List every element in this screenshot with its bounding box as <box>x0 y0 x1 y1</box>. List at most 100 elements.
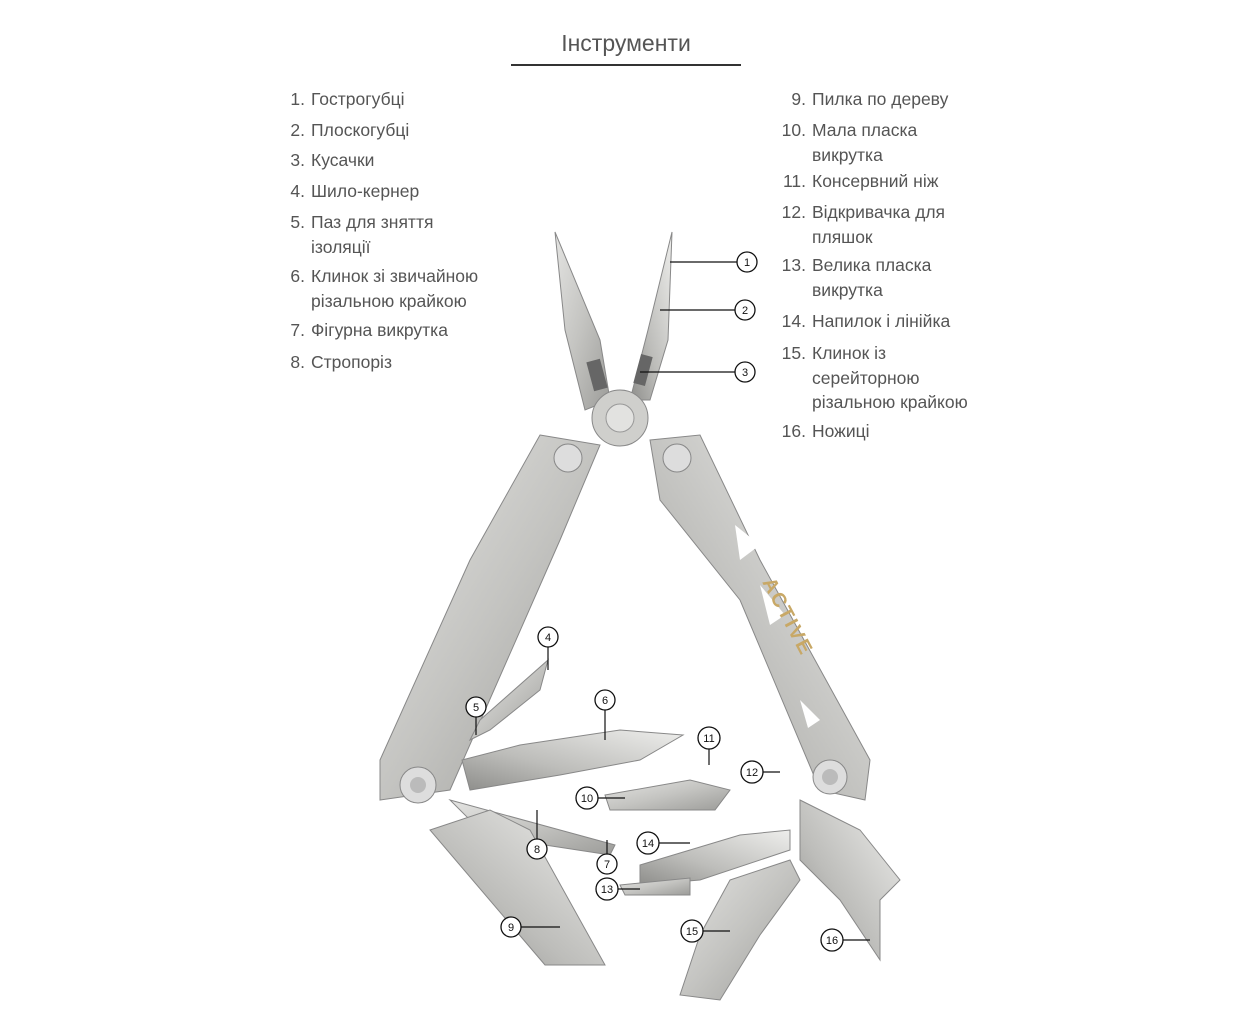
item-number: 1. <box>290 89 305 109</box>
list-item: 9. Пилка по дереву <box>778 87 1022 112</box>
item-label: Фігурна викрутка <box>311 320 448 340</box>
item-number: 12. <box>781 202 806 222</box>
item-label: Клинок із серейторною різальною крайкою <box>812 343 968 412</box>
callout-16: 16 <box>820 928 844 952</box>
callout-circle <box>575 786 599 810</box>
callout-10: 10 <box>575 786 599 810</box>
callout-13: 13 <box>595 877 619 901</box>
callout-number: 3 <box>742 367 748 379</box>
callout-number: 10 <box>581 793 593 805</box>
callout-number: 7 <box>604 859 610 871</box>
callout-number: 15 <box>686 926 698 938</box>
item-number: 13. <box>781 255 806 275</box>
list-item: 16. Ножиці <box>778 419 1022 444</box>
list-item: 3. Кусачки <box>283 148 521 173</box>
callout-number: 13 <box>601 884 613 896</box>
callout-7: 7 <box>596 853 618 875</box>
callout-number: 14 <box>642 838 654 850</box>
item-label: Мала пласка викрутка <box>812 120 918 165</box>
item-label: Консервний ніж <box>812 171 939 191</box>
callout-number: 5 <box>473 702 479 714</box>
list-item: 7. Фігурна викрутка <box>283 318 521 343</box>
list-item: 15. Клинок із серейторною різальною крайк… <box>778 341 997 415</box>
callout-number: 11 <box>703 733 714 745</box>
list-item: 4. Шило-кернер <box>283 179 521 204</box>
callout-circle <box>740 760 764 784</box>
item-label: Відкривачка для пляшок <box>812 202 946 247</box>
callout-14: 14 <box>636 831 660 855</box>
callout-circle <box>465 696 487 718</box>
callout-number: 1 <box>744 257 750 269</box>
callout-circle <box>500 916 522 938</box>
left-handle <box>379 434 601 804</box>
callout-number: 8 <box>534 844 540 856</box>
item-label: Напилок і лінійка <box>812 311 951 331</box>
callout-15: 15 <box>680 919 704 943</box>
callout-circle <box>680 919 704 943</box>
callout-number: 9 <box>508 922 514 934</box>
callout-circle <box>636 831 660 855</box>
item-number: 11. <box>782 171 806 191</box>
callout-3: 3 <box>734 361 756 383</box>
item-number: 16. <box>781 421 806 441</box>
callout-number: 2 <box>742 305 748 317</box>
title-underline <box>511 64 741 66</box>
callout-2: 2 <box>734 299 756 321</box>
item-number: 4. <box>290 181 305 201</box>
right-handle: ACTIVE <box>649 434 871 801</box>
item-label: Шило-кернер <box>311 181 420 201</box>
callout-number: 16 <box>826 935 838 947</box>
list-item: 13. Велика пласка викрутка <box>778 253 962 302</box>
item-label: Клинок зі звичайною різальною крайкою <box>311 266 479 311</box>
callout-circle <box>596 853 618 875</box>
item-label: Гострогубці <box>311 89 405 109</box>
pliers-jaws <box>554 231 673 447</box>
item-label: Ножиці <box>812 421 870 441</box>
item-number: 5. <box>290 212 305 232</box>
item-label: Велика пласка викрутка <box>812 255 932 300</box>
callout-number: 6 <box>602 695 608 707</box>
callout-circle <box>526 838 548 860</box>
callout-1: 1 <box>736 251 758 273</box>
list-item: 11. Консервний ніж <box>778 169 1022 194</box>
page-title: Інструменти <box>561 30 691 56</box>
item-number: 3. <box>290 150 305 170</box>
callout-circle <box>595 877 619 901</box>
list-item: 1. Гострогубці <box>283 87 521 112</box>
callout-circle <box>594 689 616 711</box>
item-label: Пилка по дереву <box>812 89 949 109</box>
list-item: 14. Напилок і лінійка <box>778 309 1022 334</box>
callout-number: 12 <box>746 767 758 779</box>
callout-circle <box>734 361 756 383</box>
callout-circle <box>537 626 559 648</box>
callout-circle <box>820 928 844 952</box>
callout-lines <box>475 261 870 941</box>
callout-4: 4 <box>537 626 559 648</box>
item-number: 14. <box>781 311 806 331</box>
item-number: 2. <box>290 120 305 140</box>
callout-circle <box>697 726 721 750</box>
list-item: 10. Мала пласка викрутка <box>778 118 947 167</box>
item-number: 9. <box>791 89 806 109</box>
callout-11: 11 <box>697 726 721 750</box>
callout-9: 9 <box>500 916 522 938</box>
list-item: 6.Клинок зі звичайною різальною крайкою <box>283 264 511 313</box>
item-label: Кусачки <box>311 150 375 170</box>
callout-markers: 1 2 3 4 5 6 7 8 9 10 11 12 13 14 15 16 <box>465 251 844 952</box>
item-number: 8. <box>290 352 305 372</box>
list-item: 8. Стропоріз <box>283 350 521 375</box>
callout-6: 6 <box>594 689 616 711</box>
item-label: Паз для зняття ізоляції <box>311 212 434 257</box>
callout-12: 12 <box>740 760 764 784</box>
callout-number: 4 <box>545 632 551 644</box>
list-item: 5. Паз для зняття ізоляції <box>283 210 461 259</box>
list-item: 2.Плоскогубці <box>283 118 521 143</box>
callout-8: 8 <box>526 838 548 860</box>
callout-circle <box>734 299 756 321</box>
item-number: 7. <box>290 320 305 340</box>
item-number: 10. <box>781 120 806 140</box>
list-item: 12. Відкривачка для пляшок <box>778 200 982 249</box>
item-number: 15. <box>781 343 806 363</box>
item-label: Стропоріз <box>311 352 392 372</box>
